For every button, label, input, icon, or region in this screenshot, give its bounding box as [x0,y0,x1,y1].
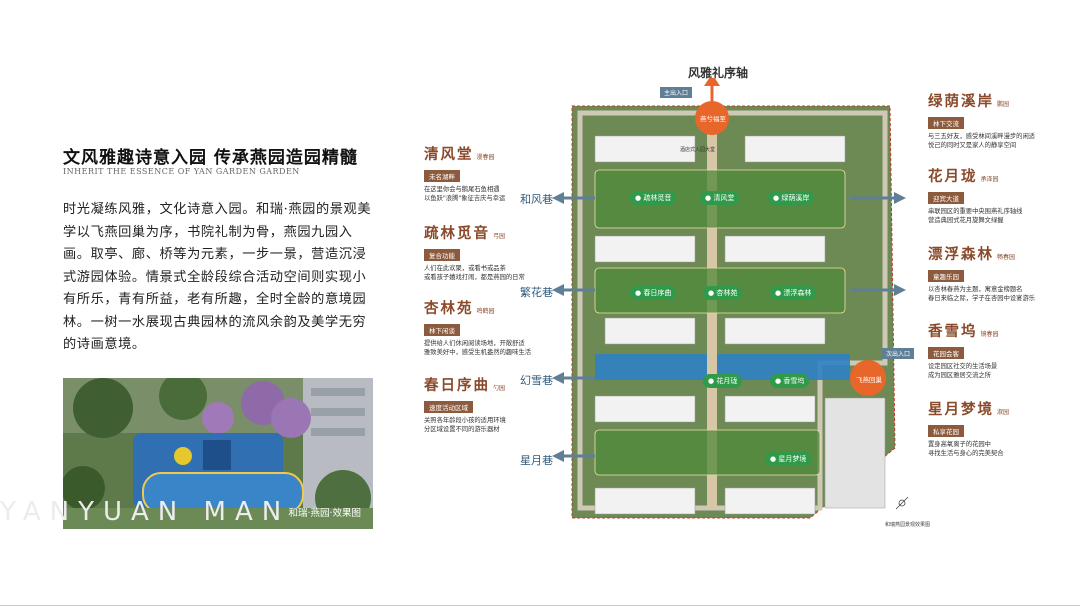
entry-right-tag: 次出入口 [882,348,915,359]
tree-icon: ● [705,194,714,202]
gate-top-label: 燕兮福至 [700,115,726,123]
photo-caption: 和瑞·燕园·效果图 [288,508,361,519]
garden-badge[interactable]: ● 清风堂 [700,191,740,205]
page-subtitle: INHERIT THE ESSENCE OF YAN GARDEN GARDEN [63,167,300,176]
lane-label: 星月巷 [520,454,553,467]
lane-label: 幻雪巷 [520,374,553,387]
tree-icon: ● [775,289,784,297]
watermark: YANYUAN MAN [0,497,291,527]
garden-badge[interactable]: ● 绿荫溪岸 [768,191,815,205]
garden-badge[interactable]: ● 杏林苑 [703,286,743,300]
intro-line: 有所乐，青有所益，老有所趣，全时全龄的意境园 [63,292,367,307]
page-title: 文风雅趣诗意入园 传承燕园造园精髓 [63,148,358,168]
tree-icon: ● [773,194,782,202]
gate-right-label: 飞燕回巢 [856,376,882,384]
lane-label: 和风巷 [520,193,553,206]
garden-badge[interactable]: ● 花月珑 [703,374,743,388]
tree-icon: ● [635,289,644,297]
tree-icon: ● [635,194,644,202]
entry-top-tag: 主出入口 [660,87,693,98]
lane-label: 繁花巷 [520,286,553,299]
garden-label-lvyin: 绿荫溪岸鹏园 林下交流 与三五好友，感受林间溪畔漫步的闲适悦己的同时又是家人的静… [928,93,1036,149]
garden-badge[interactable]: ● 香雪坞 [770,374,810,388]
tree-icon: ● [770,455,779,463]
garden-label-piaofu: 漂浮森林畅春园 童趣乐园 以杏林春燕为主题，寓意金榜题名春日来临之际，学子在杏园… [928,246,1036,302]
garden-label-qingfengtang: 清风堂漫春园 未名湖畔 在这里你会与鹅尾石鱼相遇以鱼跃"浪腾"象征吉庆与幸运 [424,146,506,202]
garden-label-huayuelong: 花月珑承泽园 迎宾大道 串联园区的重要中央围燕礼序轴线营造典园式花月旋舞文绿握 [928,168,1023,224]
garden-badge[interactable]: ● 疏林觅音 [630,191,677,205]
rendering-photo: 和瑞·燕园·效果图 [63,378,373,529]
intro-line: 画。取亭、廊、桥等为元素，一步一景，营造沉浸 [63,247,367,262]
lobby-label: 酒店式入园大堂 [680,147,716,153]
axis-title: 风雅礼序轴 [688,66,749,80]
garden-label-xingyue: 星月梦境淑园 私享花园 置身高氧离子的花园中寻找生活与身心的完美契合 [928,401,1010,457]
intro-line: 式游园体验。情景式全龄段综合活动空间则实现小 [63,269,367,285]
garden-badge[interactable]: ● 漂浮森林 [770,286,817,300]
intro-line: 林。一树一水展现古典园林的流风余韵及美学无穷 [63,314,367,330]
garden-label-xinglinyuan: 杏林苑鸣鹤园 林下闲谈 提供给人们休闲阅读场地，开敞舒适雅致美好中，感受生机盎然… [424,300,532,356]
garden-label-chunri: 春日序曲勺园 速度活动区域 关照各年龄段小孩的适用环境分区域设置不同的游乐器材 [424,377,506,433]
site-plan [552,78,909,519]
tree-icon: ● [708,377,717,385]
intro-line: 时光凝练风雅，文化诗意入园。和瑞·燕园的景观美 [63,202,372,217]
buildings [594,135,886,515]
bottom-divider [0,605,1080,606]
intro-line: 学以飞燕回巢为序，书院礼制为骨，燕园九园入 [63,224,353,240]
intro-paragraph: 时光凝练风雅，文化诗意入园。和瑞·燕园的景观美 学以飞燕回巢为序，书院礼制为骨，… [63,199,375,357]
garden-label-xiangxue: 香雪坞镜春园 花园会客 设定园区社交的生活场景成为园区雅居交流之所 [928,323,999,379]
garden-badge[interactable]: ● 春日序曲 [630,286,677,300]
tree-icon: ● [775,377,784,385]
garden-badge[interactable]: ● 星月梦境 [765,452,812,466]
tree-icon: ● [708,289,717,297]
intro-line: 的诗画意境。 [63,337,146,352]
garden-label-shulin: 疏林觅音弓园 复合功能 人们在此欢聚，或看书或品茶或看孩子嬉戏打闹，都是燕园的日… [424,225,525,281]
map-caption: 和瑞燕园景观效果图 [885,522,931,528]
